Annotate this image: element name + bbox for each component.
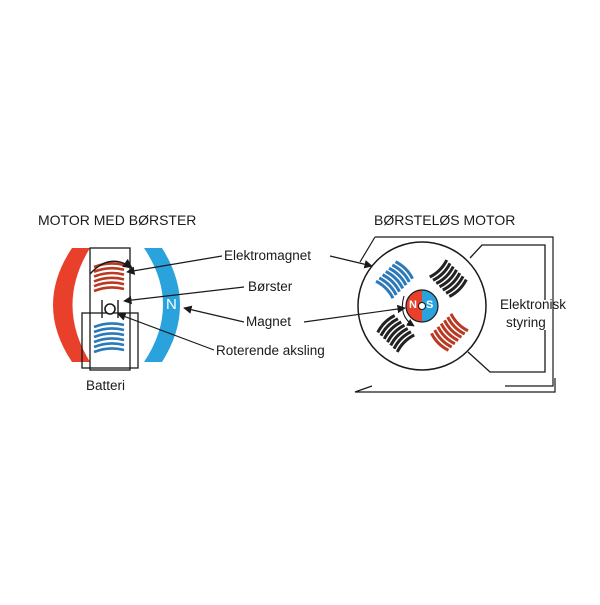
stator-coil-top-left <box>375 260 414 299</box>
leader-magnet-right <box>303 304 406 323</box>
armature-frame <box>89 247 131 371</box>
coil-winding <box>378 276 398 296</box>
electromagnet-coil-blue <box>92 320 126 354</box>
coil-winding <box>395 333 415 353</box>
coil-winding <box>93 262 125 269</box>
coil-winding <box>93 322 125 329</box>
label-electromagnet: Elektromagnet <box>224 248 312 263</box>
label-electronic-control-line1: Elektronisk <box>500 297 567 312</box>
rotor-north-label: N <box>409 299 417 311</box>
rotation-arrow <box>89 258 133 275</box>
coil-winding <box>382 320 402 340</box>
brushed-motor <box>53 247 180 371</box>
north-pole-label: N <box>166 296 177 313</box>
label-rotating-shaft: Roterende aksling <box>216 343 325 358</box>
coil-winding <box>376 314 396 334</box>
coil-winding <box>391 263 411 283</box>
coil-winding <box>429 259 449 279</box>
coil-winding <box>93 347 125 354</box>
title-brushless-motor: BØRSTELØS MOTOR <box>374 212 516 228</box>
coil-winding <box>439 322 459 342</box>
coil-winding <box>446 316 466 336</box>
coil-winding <box>93 271 125 278</box>
stator-coil-bottom-right <box>430 313 469 352</box>
stator-coil-top-right <box>429 259 468 298</box>
coil-winding <box>448 278 468 298</box>
coil-winding <box>93 342 125 349</box>
coil-winding <box>389 327 409 347</box>
coil-winding <box>449 313 469 333</box>
coil-winding <box>385 270 405 290</box>
coil-winding <box>392 330 412 350</box>
south-pole-label: S <box>38 296 49 313</box>
coil-winding <box>432 262 452 282</box>
leader-lines <box>117 255 406 351</box>
coil-winding <box>93 286 125 293</box>
coil-winding <box>386 323 406 343</box>
coil-winding <box>394 260 414 280</box>
coil-winding <box>93 276 125 283</box>
coil-winding <box>443 319 463 339</box>
brushless-motor <box>354 236 556 393</box>
coil-winding <box>93 337 125 344</box>
coil-winding <box>375 279 395 299</box>
coil-winding <box>388 266 408 286</box>
rotor-south-label: S <box>426 299 434 311</box>
coil-winding <box>436 326 456 346</box>
title-brushed-motor: MOTOR MED BØRSTER <box>38 212 197 228</box>
label-battery: Batteri <box>86 378 126 393</box>
control-wires <box>467 244 546 373</box>
rotor-rotation-arrow <box>401 295 415 327</box>
label-electronic-control-line2: styring <box>506 315 546 330</box>
coil-winding <box>445 275 465 295</box>
shaft <box>104 303 116 315</box>
rotor-magnet <box>405 289 439 323</box>
coil-winding <box>93 281 125 288</box>
leader-electromagnet-left <box>126 255 223 275</box>
coil-winding <box>379 317 399 337</box>
coil-winding <box>381 273 401 293</box>
electromagnet-coil-red <box>92 260 126 293</box>
label-brushes: Børster <box>248 279 293 294</box>
stator-coil-bottom-left <box>376 314 415 353</box>
label-magnet: Magnet <box>246 314 292 329</box>
south-pole-magnet <box>53 248 90 362</box>
coil-winding <box>93 327 125 334</box>
coil-winding <box>438 269 458 289</box>
leader-brushes <box>123 286 245 305</box>
motor-housing <box>354 236 556 393</box>
coil-winding <box>442 272 462 292</box>
coil-winding <box>93 266 125 274</box>
coil-winding <box>430 332 450 352</box>
leader-electromagnet-right <box>329 255 373 269</box>
leader-rotating-shaft <box>117 312 215 351</box>
coil-winding <box>93 332 125 339</box>
leader-magnet-left <box>183 305 245 323</box>
coil-winding <box>433 329 453 349</box>
coil-winding <box>435 265 455 285</box>
